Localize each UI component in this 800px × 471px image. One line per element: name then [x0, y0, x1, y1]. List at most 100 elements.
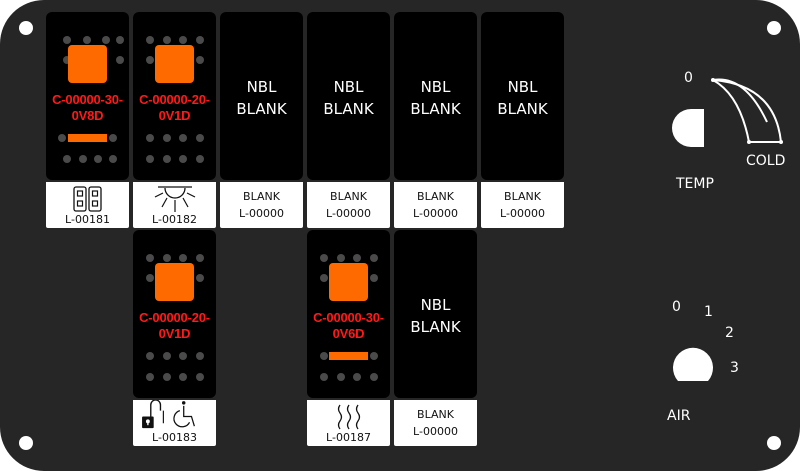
dot — [163, 36, 171, 44]
indicator-led — [68, 45, 107, 83]
part-code: C-00000-20-0V1D — [139, 310, 210, 341]
heat-waves-icon — [337, 404, 360, 430]
dot — [196, 373, 204, 381]
dot — [146, 274, 154, 282]
rocker-switch[interactable]: C-00000-20-0V1D — [133, 230, 216, 398]
dot — [63, 36, 71, 44]
switch-legend: L-00181 — [46, 182, 129, 228]
dot — [370, 254, 378, 262]
dot — [94, 155, 102, 163]
dot — [179, 352, 187, 360]
mounting-hole-top-right — [767, 21, 781, 35]
lock-wheelchair-icon — [141, 400, 195, 429]
cold-gradient-icon — [711, 78, 783, 144]
dot — [196, 155, 204, 163]
temp-label: TEMP — [676, 176, 714, 192]
legend-code: L-00181 — [65, 213, 110, 226]
dot — [146, 352, 154, 360]
temp-zero-label: 0 — [684, 70, 693, 86]
part-code: C-00000-30-0V8D — [52, 92, 123, 123]
dot — [163, 254, 171, 262]
dot — [179, 36, 187, 44]
rocker-switch[interactable]: C-00000-30-0V8D — [46, 12, 129, 180]
dot — [179, 155, 187, 163]
air-position-3: 3 — [730, 360, 739, 376]
dot — [146, 254, 154, 262]
light-icon — [154, 186, 195, 212]
dot — [58, 134, 66, 142]
dot — [163, 134, 171, 142]
air-position-0: 0 — [672, 299, 681, 315]
temp-knob[interactable] — [671, 108, 711, 148]
dot — [63, 56, 71, 64]
dot — [179, 373, 187, 381]
dot — [163, 352, 171, 360]
dot — [320, 274, 328, 282]
dot — [179, 134, 187, 142]
indicator-bar — [329, 352, 368, 360]
switch-legend: L-00187 — [307, 400, 390, 446]
dot — [63, 155, 71, 163]
dot — [196, 56, 204, 64]
mounting-hole-top-left — [19, 21, 33, 35]
mounting-hole-bottom-right — [767, 436, 781, 450]
dot — [163, 155, 171, 163]
dot — [146, 36, 154, 44]
dot — [337, 254, 345, 262]
legend-code: L-00187 — [326, 431, 371, 444]
dot — [179, 254, 187, 262]
dot — [196, 274, 204, 282]
indicator-led — [155, 263, 194, 301]
indicator-led — [329, 263, 368, 301]
rocker-switch[interactable]: C-00000-20-0V1D — [133, 12, 216, 180]
air-label: AIR — [667, 408, 691, 424]
switch-legend: L-00182 — [133, 182, 216, 228]
dot — [146, 373, 154, 381]
dot — [196, 254, 204, 262]
dot — [353, 254, 361, 262]
dot — [116, 56, 124, 64]
legend-code: L-00182 — [152, 213, 197, 226]
dot — [102, 36, 110, 44]
dot — [196, 352, 204, 360]
air-knob[interactable] — [672, 346, 714, 382]
dot — [353, 373, 361, 381]
dot — [146, 134, 154, 142]
cold-label: COLD — [746, 153, 786, 169]
legend-code: L-00183 — [152, 431, 197, 444]
part-code: C-00000-30-0V6D — [313, 310, 384, 341]
dot — [83, 36, 91, 44]
dot — [370, 373, 378, 381]
switch-legend: L-00183 — [133, 400, 216, 446]
dot — [109, 155, 117, 163]
dual-door-icon — [72, 186, 102, 212]
part-code: C-00000-20-0V1D — [139, 92, 210, 123]
indicator-bar — [68, 134, 107, 142]
dot — [370, 274, 378, 282]
dot — [146, 56, 154, 64]
air-position-2: 2 — [725, 325, 734, 341]
dot — [116, 36, 124, 44]
dot — [196, 36, 204, 44]
dot — [370, 352, 378, 360]
rocker-switch[interactable]: C-00000-30-0V6D — [307, 230, 390, 398]
